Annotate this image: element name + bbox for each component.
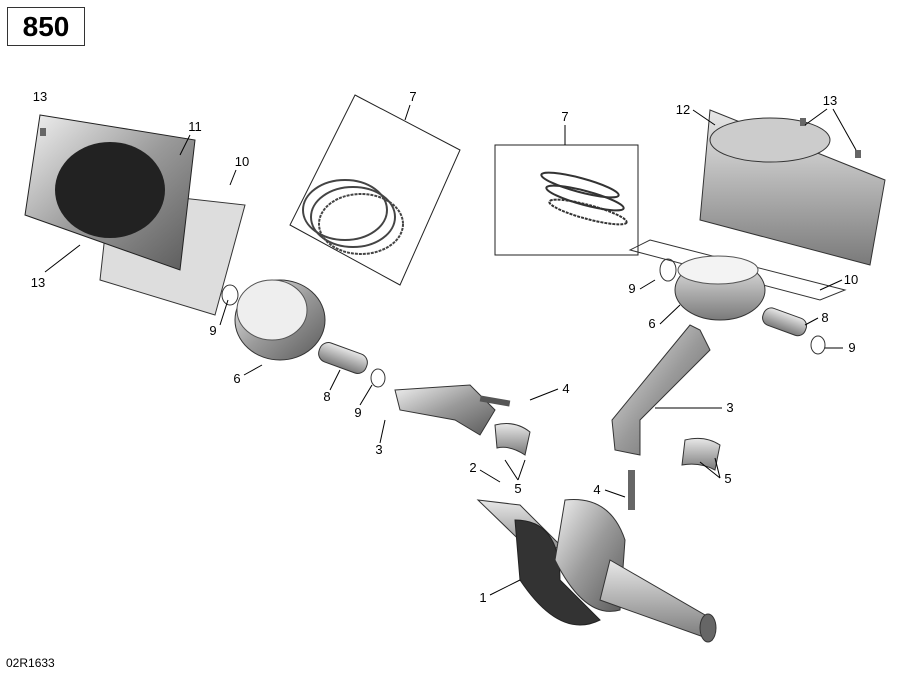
cylinder-left: [24, 114, 246, 316]
callout-3: 3: [726, 400, 734, 415]
callout-2: 2: [469, 460, 477, 475]
cylinder-right: [40, 109, 886, 301]
piston-ring-kit-box-right: [494, 144, 639, 256]
callout-9: 9: [628, 281, 636, 296]
piston-right: [659, 255, 826, 355]
callout-4: 4: [562, 381, 570, 396]
callout-8: 8: [821, 310, 829, 325]
callout-4: 4: [593, 482, 601, 497]
callout-13: 13: [822, 93, 838, 108]
callout-3: 3: [375, 442, 383, 457]
callout-9: 9: [209, 323, 217, 338]
callout-9: 9: [848, 340, 856, 355]
callout-6: 6: [648, 316, 656, 331]
piston-ring-kit-box-left: [289, 94, 461, 286]
model-label-box: 850: [7, 7, 85, 46]
leader-lines: [44, 104, 857, 596]
callout-10: 10: [843, 272, 859, 287]
callout-1: 1: [479, 590, 487, 605]
callout-5: 5: [514, 481, 522, 496]
callout-10: 10: [234, 154, 250, 169]
callout-13: 13: [32, 89, 48, 104]
callout-7: 7: [409, 89, 417, 104]
crankshaft: [476, 499, 717, 643]
callout-9: 9: [354, 405, 362, 420]
callout-7: 7: [561, 109, 569, 124]
callout-12: 12: [675, 102, 691, 117]
callout-8: 8: [323, 389, 331, 404]
callout-5: 5: [724, 471, 732, 486]
connecting-rod-left: [394, 384, 531, 456]
callout-6: 6: [233, 371, 241, 386]
callout-11: 11: [188, 119, 202, 134]
reference-code: 02R1633: [6, 656, 55, 670]
callout-13: 13: [30, 275, 46, 290]
connecting-rod-right: [611, 324, 721, 510]
piston-left: [221, 279, 386, 388]
